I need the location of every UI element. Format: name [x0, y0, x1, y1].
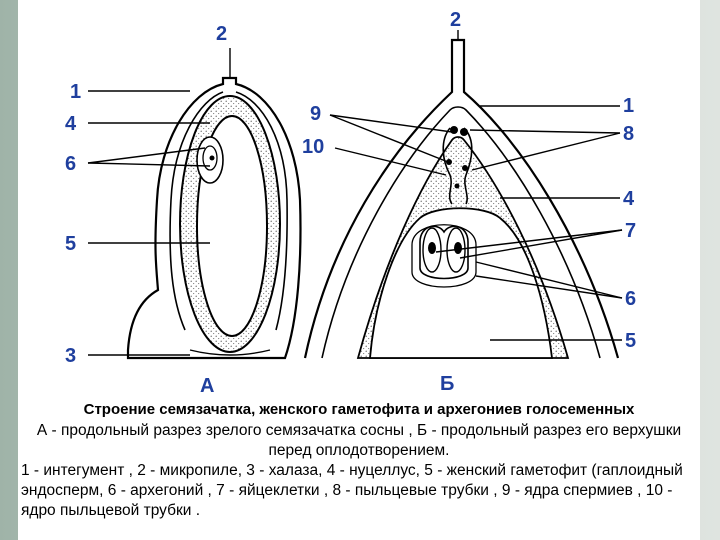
panel-b-label-6: 6 — [625, 288, 636, 310]
panel-b-label-10: 10 — [302, 136, 324, 158]
panel-a-label-1: 1 — [70, 81, 81, 103]
panel-b-gametophyte — [369, 207, 554, 359]
panel-b-label-7: 7 — [625, 220, 636, 242]
panel-a-label-5: 5 — [65, 233, 76, 255]
panel-b-drawing — [303, 30, 623, 359]
caption-title: Строение семязачатка, женского гаметофит… — [83, 401, 635, 418]
panel-a-archegonium — [196, 136, 224, 184]
caption-subtitle: А - продольный разрез зрелого семязачатк… — [36, 422, 682, 459]
panel-b-title: Б — [440, 373, 454, 395]
ovule-diagram-svg: 1 2 4 6 5 3 А — [65, 9, 636, 397]
panel-b-label-8: 8 — [623, 123, 634, 145]
panel-b-archegonia — [411, 224, 477, 288]
caption-legend: 1 - интегумент , 2 - микропиле, 3 - хала… — [21, 462, 683, 519]
panel-a-label-2: 2 — [216, 23, 227, 45]
panel-b-pollen-tubes — [442, 126, 473, 205]
panel-a-title: А — [200, 375, 214, 397]
panel-b-label-2: 2 — [450, 9, 461, 31]
panel-b-label-4: 4 — [623, 188, 635, 210]
panel-a-label-4: 4 — [65, 113, 77, 135]
caption: Строение семязачатка, женского гаметофит… — [18, 400, 700, 521]
panel-a-label-6: 6 — [65, 153, 76, 175]
panel-b-label-5: 5 — [625, 330, 636, 352]
panel-b-label-9: 9 — [310, 103, 321, 125]
panel-a-label-3: 3 — [65, 345, 76, 367]
panel-a-drawing — [87, 48, 302, 360]
ovule-diagram: 1 2 4 6 5 3 А — [40, 0, 665, 398]
panel-b-label-1: 1 — [623, 95, 634, 117]
panel-a-integument — [126, 76, 302, 360]
